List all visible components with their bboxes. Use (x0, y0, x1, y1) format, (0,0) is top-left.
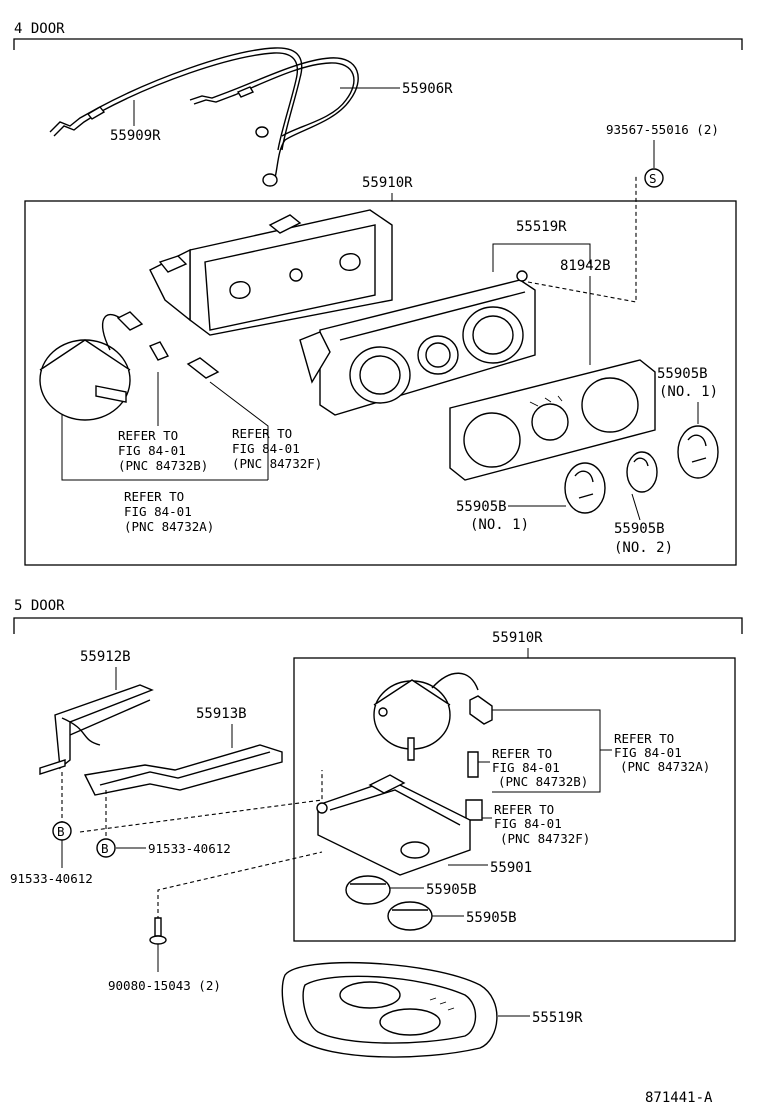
label-55912B: 55912B (80, 649, 131, 665)
ref6-line2: FIG 84-01 (494, 816, 562, 831)
dashed-link-screw (157, 851, 323, 920)
ref2-line1: REFER TO (232, 426, 292, 441)
label-55905B-c2: 55905B (466, 910, 517, 926)
note-ref-84732A-5door: REFER TO FIG 84-01 (PNC 84732A) (614, 731, 710, 774)
leader-55519R-4door (492, 243, 591, 272)
label-55910R-5door: 55910R (492, 630, 543, 646)
label-55909R: 55909R (110, 128, 161, 144)
mark-b-right-circle (96, 838, 116, 858)
cable-55909R (49, 47, 303, 151)
label-55519R-4door: 55519R (516, 219, 567, 235)
ref3-line1: REFER TO (124, 489, 184, 504)
ref5-line2: FIG 84-01 (492, 760, 560, 775)
ref3-line2: FIG 84-01 (124, 504, 192, 519)
note-ref-84732B-4door: REFER TO FIG 84-01 (PNC 84732B) (118, 428, 208, 473)
label-55910R-4door: 55910R (362, 175, 413, 191)
control-base-assembly (149, 209, 393, 336)
ref6-line1: REFER TO (494, 802, 554, 817)
assembly-box-55910R-5door (293, 657, 736, 942)
leader-55905B-no2 (631, 493, 641, 521)
mark-s: S (649, 171, 657, 186)
label-55913B: 55913B (196, 706, 247, 722)
label-55519R-5door: 55519R (532, 1010, 583, 1026)
note-ref-84732B-5door: REFER TO FIG 84-01 (PNC 84732B) (492, 746, 588, 789)
bracket-55912B (39, 684, 154, 775)
label-no1-right: (NO. 1) (659, 384, 718, 400)
face-plate-81942B (449, 359, 656, 481)
ref4-line3: (PNC 84732A) (620, 759, 710, 774)
leader-ref3 (61, 414, 268, 481)
label-55901: 55901 (490, 860, 532, 876)
leader-ref2 (209, 381, 269, 480)
cable-55906R (189, 57, 359, 187)
knob-55905B-5door-upper (345, 875, 391, 905)
knob-55905B-no2 (626, 451, 658, 493)
ref2-line3: (PNC 84732F) (232, 456, 322, 471)
note-ref-84732F-5door: REFER TO FIG 84-01 (PNC 84732F) (494, 802, 590, 846)
note-ref-84732F-4door: REFER TO FIG 84-01 (PNC 84732F) (232, 426, 322, 471)
ref3-line3: (PNC 84732A) (124, 519, 214, 534)
knob-55905B-5door-lower (387, 901, 433, 931)
ref5-line1: REFER TO (492, 746, 552, 761)
label-90080-15043: 90080-15043 (2) (108, 978, 221, 993)
label-55906R: 55906R (402, 81, 453, 97)
bezel-55519R-5door (281, 961, 498, 1058)
label-55905B-no1: 55905B (456, 499, 507, 515)
note-ref-84732A-4door: REFER TO FIG 84-01 (PNC 84732A) (124, 489, 214, 534)
ref5-line3: (PNC 84732B) (498, 774, 588, 789)
bracket-55913B (83, 744, 283, 796)
panel-55519R-4door (299, 270, 536, 416)
ref1-line1: REFER TO (118, 428, 178, 443)
label-93567-55016: 93567-55016 (2) (606, 122, 719, 137)
ref4-line1: REFER TO (614, 731, 674, 746)
ref2-line2: FIG 84-01 (232, 441, 300, 456)
label-55905B-right: 55905B (657, 366, 708, 382)
control-base-55901 (316, 774, 471, 876)
section-bracket-4-door (13, 38, 743, 50)
leader-ref4 (492, 709, 601, 793)
section-title-5-door: 5 DOOR (14, 598, 65, 614)
figure-id: 871441-A (645, 1090, 713, 1106)
label-81942B: 81942B (560, 258, 611, 274)
mark-b-right: B (101, 841, 109, 856)
label-55905B-no2: 55905B (614, 521, 665, 537)
dashed-leader-screw (527, 174, 637, 303)
label-no1-bottom: (NO. 1) (470, 517, 529, 533)
label-no2-bottom: (NO. 2) (614, 540, 673, 556)
label-55905B-c1: 55905B (426, 882, 477, 898)
section-title-4-door: 4 DOOR (14, 21, 65, 37)
mark-b-left: B (57, 824, 65, 839)
knob-55905B-right (677, 425, 719, 479)
ref6-line3: (PNC 84732F) (500, 831, 590, 846)
blower-motor-5door (373, 672, 493, 761)
ref4-line2: FIG 84-01 (614, 745, 682, 760)
section-bracket-5-door (13, 617, 743, 634)
assembly-box-55910R-4door (24, 200, 737, 566)
ref1-line2: FIG 84-01 (118, 443, 186, 458)
knob-55905B-no1 (564, 462, 606, 514)
label-91533-left: 91533-40612 (10, 871, 93, 886)
label-91533-right: 91533-40612 (148, 841, 231, 856)
blower-motor-4door (39, 311, 220, 421)
connector-small-5door (465, 751, 483, 821)
ref1-line3: (PNC 84732B) (118, 458, 208, 473)
screw-90080 (149, 917, 167, 945)
mark-s-circle (644, 168, 664, 188)
